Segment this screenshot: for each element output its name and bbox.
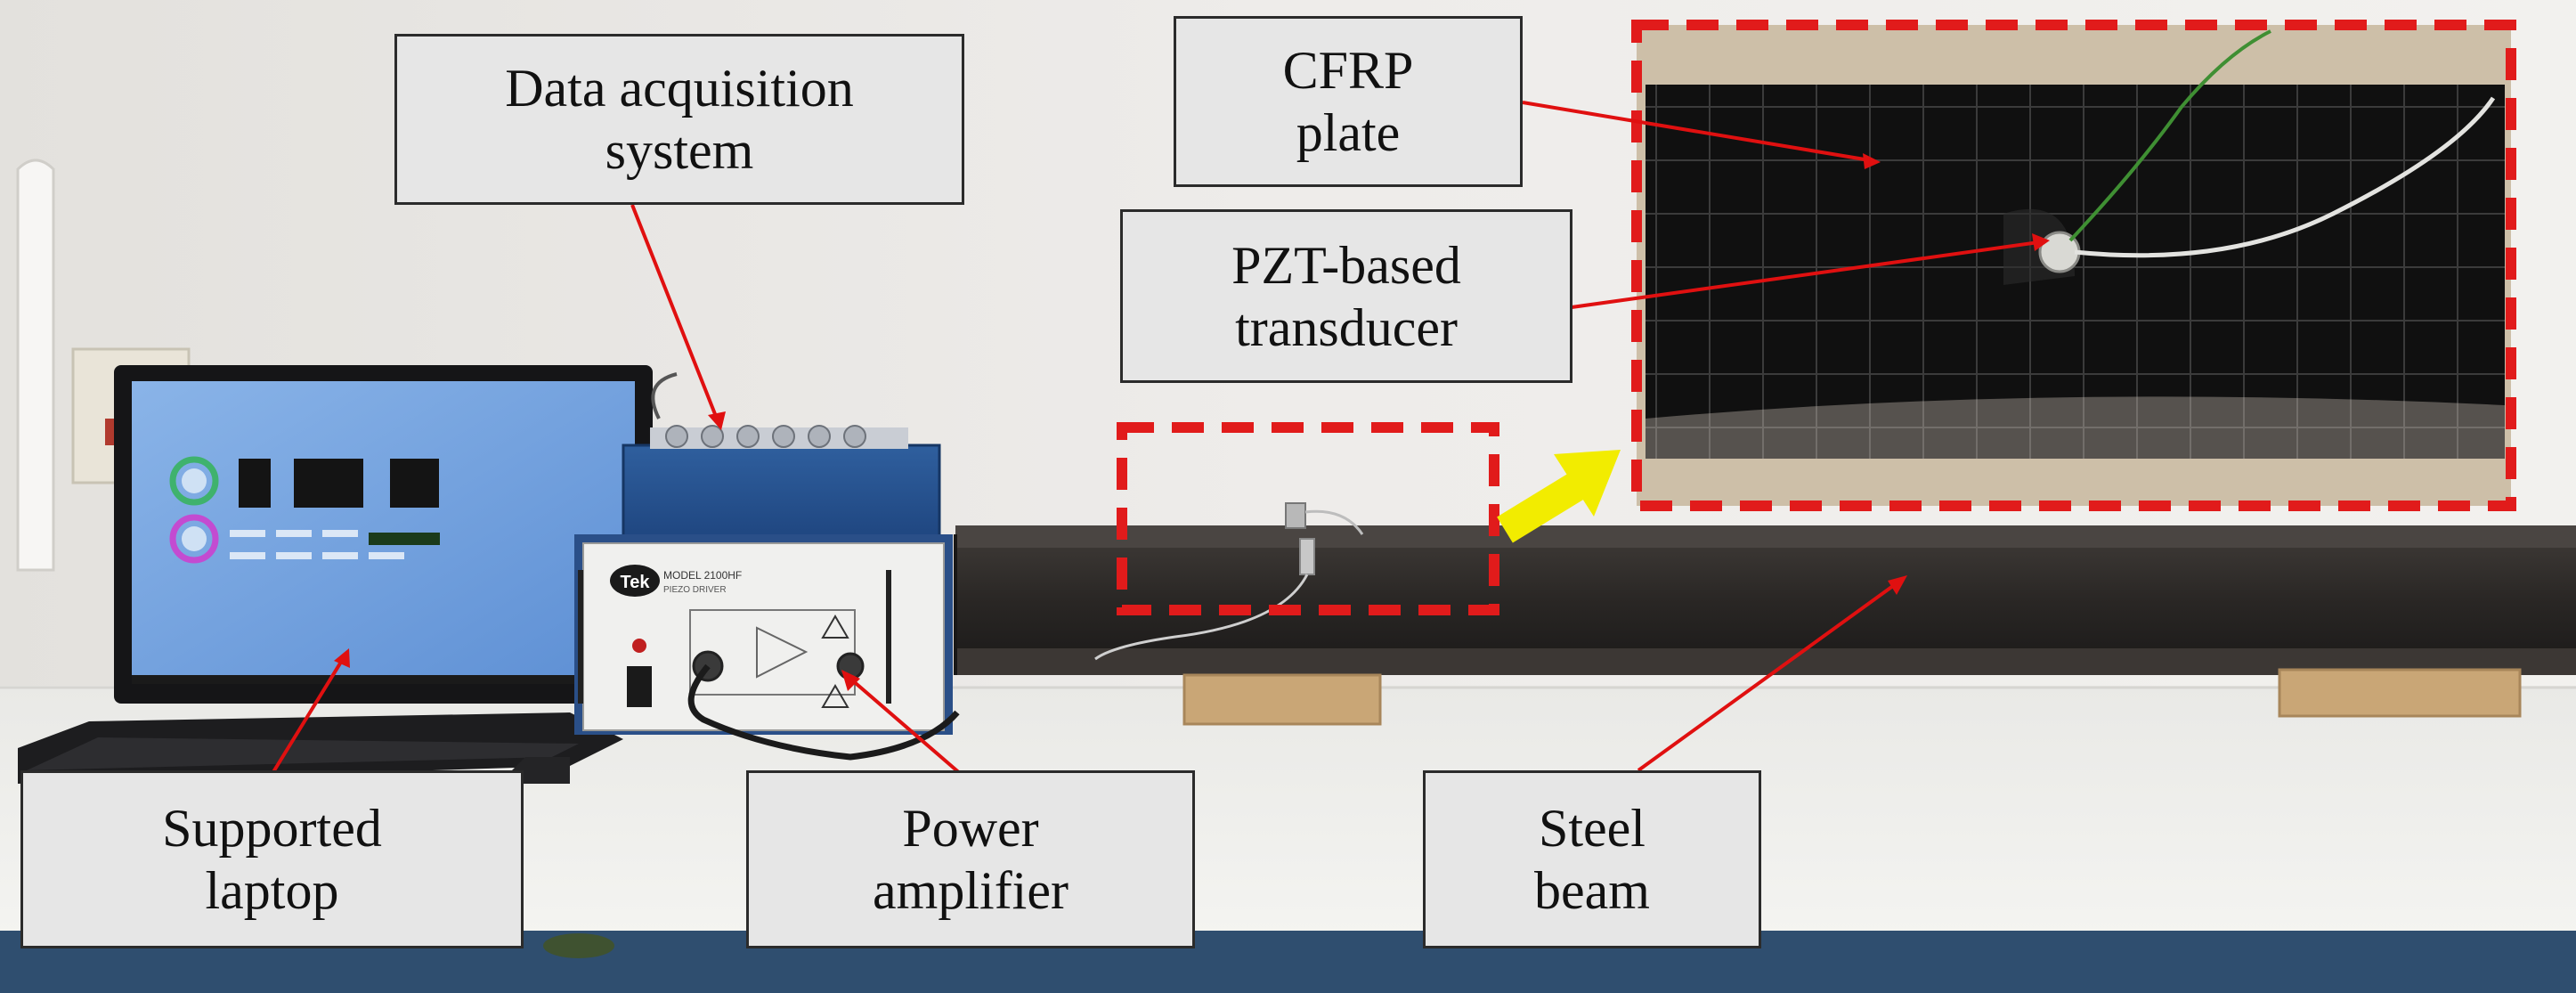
inset-highlight-box [1631,20,2516,511]
label-beam-line2: beam [1534,861,1650,920]
label-daq-line2: system [605,121,754,180]
pointer-beam [1637,582,1898,772]
amp-brand: Tek [621,573,651,592]
wood-support-left [1182,673,1382,726]
doorframe [16,159,55,572]
label-daq-line1: Data acquisition [505,59,854,118]
label-cfrp-line2: plate [1296,103,1401,162]
label-laptop-line1: Supported [162,799,382,858]
laptop [18,365,653,784]
amp-model: MODEL 2100HF [663,569,742,582]
pointer-lines [270,101,2040,777]
label-pzt: PZT-based transducer [1120,209,1572,383]
power-amplifier: Tek MODEL 2100HF PIEZO DRIVER [574,534,960,761]
label-beam-line1: Steel [1539,799,1646,858]
label-amplifier: Power amplifier [746,770,1195,948]
wood-support-right [2278,668,2522,718]
label-daq: Data acquisition system [394,34,964,205]
label-amplifier-line2: amplifier [873,861,1069,920]
transducer-highlight-box [1117,422,1499,615]
label-pzt-line2: transducer [1235,297,1458,357]
pzt-transducer-on-beam [1094,502,1364,661]
amp-subtitle: PIEZO DRIVER [663,585,727,595]
daq-device [622,372,941,541]
label-cfrp: CFRP plate [1174,16,1523,187]
pointer-daq [630,204,719,419]
laptop-screen [132,381,635,682]
label-laptop: Supported laptop [20,770,524,948]
pointer-pzt [1571,240,2040,309]
steel-beam [954,525,2576,675]
pointer-laptop [270,657,345,777]
label-cfrp-line1: CFRP [1282,41,1414,100]
cfrp-closeup-inset [1637,25,2511,506]
label-amplifier-line1: Power [902,799,1039,858]
label-laptop-line2: laptop [205,861,339,920]
pointer-cfrp [1522,101,1871,162]
label-beam: Steel beam [1423,770,1761,948]
pointer-amplifier [849,677,963,777]
zoom-arrow [1497,450,1621,543]
label-pzt-line1: PZT-based [1231,235,1461,295]
